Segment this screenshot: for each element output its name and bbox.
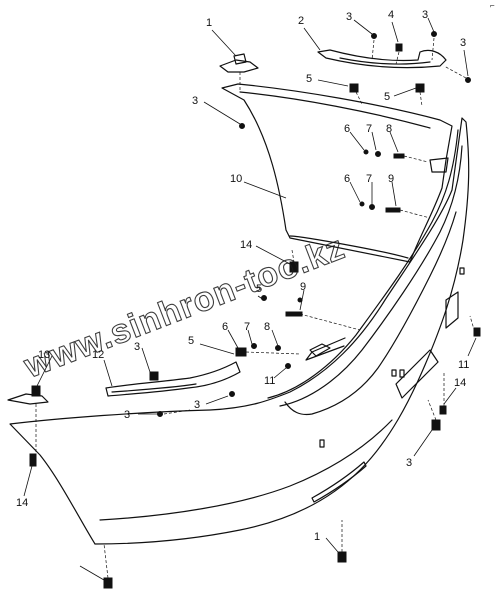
clip-icon (431, 419, 441, 431)
part-label: 4 (388, 9, 394, 21)
leader-lines (23, 17, 477, 581)
part-label: 3 (134, 341, 140, 353)
part-label: 5 (256, 283, 262, 295)
part-label: 6 (344, 173, 350, 185)
part-label: 6 (344, 123, 350, 135)
assembly-lines (35, 37, 477, 579)
clip-icon (149, 371, 159, 381)
part-label: 2 (298, 15, 304, 27)
bumper-side-vent (395, 349, 439, 399)
part-label: 3 (460, 37, 466, 49)
part-label: 11 (264, 375, 275, 387)
bumper-hole-1 (319, 439, 325, 448)
bolt-icon (393, 153, 405, 159)
clip-icon (337, 551, 347, 563)
part-label: 7 (366, 173, 372, 185)
bumper-hole-2 (399, 369, 405, 378)
part-label: 3 (194, 399, 200, 411)
clip-icon (349, 83, 359, 93)
bolt-icon (385, 207, 401, 213)
clip-icon (235, 347, 247, 357)
bumper-recess (284, 211, 457, 416)
washer-icon (359, 201, 365, 207)
part-label: 14 (454, 377, 466, 389)
top-right-bracket-rib (339, 57, 431, 65)
part-label: 12 (92, 349, 104, 361)
part-label: 6 (222, 321, 228, 333)
part-label: 5 (384, 91, 390, 103)
part-label: 3 (406, 457, 412, 469)
top-left-clip (219, 59, 259, 73)
part-label: 8 (386, 123, 392, 135)
upper-panel-tab (309, 343, 331, 357)
corner-mark: ⌐ (490, 1, 495, 10)
screw-icon (465, 77, 471, 83)
left-clip (7, 393, 49, 405)
bolt-icon (285, 311, 303, 317)
screw-icon (157, 411, 163, 417)
part-label: 7 (366, 123, 372, 135)
clip-icon (439, 405, 447, 415)
washer-icon (375, 151, 381, 157)
washer-icon (275, 345, 281, 351)
upper-panel-step (429, 157, 449, 173)
part-label: 14 (16, 497, 28, 509)
bumper-upper-edge (279, 145, 463, 407)
left-side-bracket-rib (111, 383, 197, 393)
bumper-cutout (305, 337, 346, 361)
bumper-hole-3 (459, 267, 465, 275)
reflector-slot (311, 461, 367, 503)
bumper-cover-outline (9, 117, 470, 545)
part-labels: 1 2 3 4 3 3 5 5 3 6 7 8 10 6 7 9 14 9 5 … (16, 9, 469, 543)
screw-icon (431, 31, 437, 37)
left-side-bracket (105, 361, 241, 397)
screw-icon (229, 391, 235, 397)
washer-icon (369, 204, 375, 210)
top-right-bracket (317, 49, 447, 69)
clip-icon (473, 327, 481, 337)
part-label: 13 (38, 349, 50, 361)
washer-icon (363, 149, 369, 155)
part-label: 9 (300, 281, 306, 293)
bumper-slot-right (445, 291, 459, 329)
nut-icon (395, 43, 403, 52)
part-label: 3 (346, 11, 352, 23)
part-label: 8 (264, 321, 270, 333)
screw-icon (239, 123, 245, 129)
part-label: 5 (188, 335, 194, 347)
upper-panel-inner (239, 91, 431, 259)
upper-panel (221, 83, 453, 263)
part-label: 7 (244, 321, 250, 333)
clip-icon (103, 577, 113, 589)
bumper-lower-line (99, 419, 393, 521)
part-label: 5 (306, 73, 312, 85)
part-label: 3 (422, 9, 428, 21)
screw-icon (285, 363, 291, 369)
bumper-inner-lip (267, 129, 459, 399)
part-label: 10 (230, 173, 242, 185)
part-label: 9 (388, 173, 394, 185)
screw-icon (371, 33, 377, 39)
top-left-clip-base (233, 53, 247, 65)
part-label: 11 (458, 359, 469, 371)
clip-icon (415, 83, 425, 93)
clip-icon (29, 453, 37, 467)
part-label: 1 (314, 531, 320, 543)
part-label: 14 (240, 239, 252, 251)
part-label: 3 (124, 409, 130, 421)
part-label: 1 (206, 17, 212, 29)
bumper-hole-4 (391, 369, 397, 377)
washer-icon (251, 343, 257, 349)
clip-icon (31, 385, 41, 397)
part-label: 3 (192, 95, 198, 107)
